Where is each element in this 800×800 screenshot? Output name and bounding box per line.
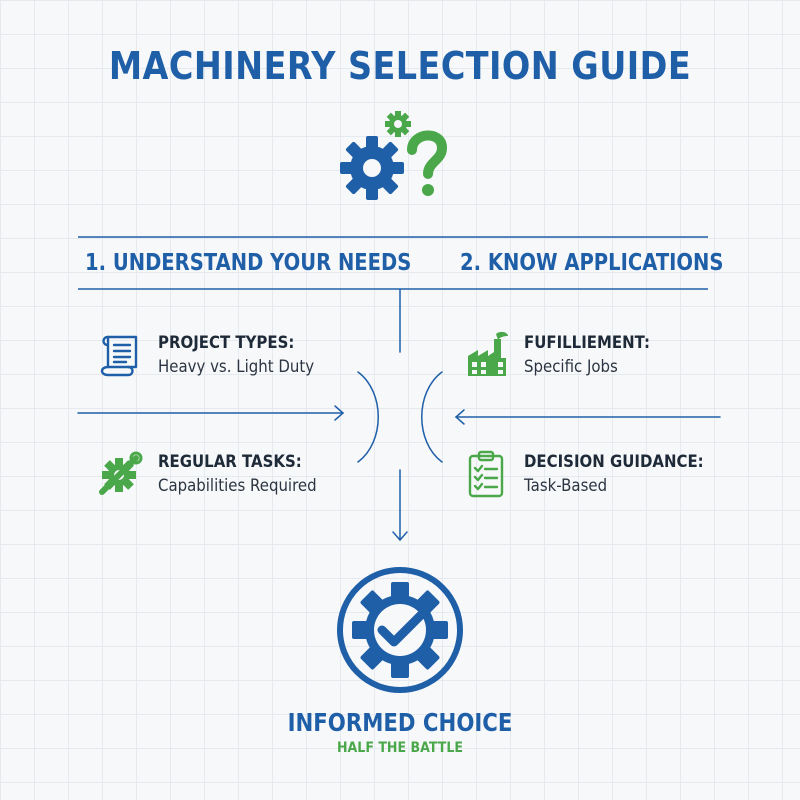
- item-decision-guidance: DECISION GUIDANCE: Task-Based: [524, 452, 728, 496]
- item-fulfillment-subtitle: Specific Jobs: [524, 357, 618, 377]
- item-fulfillment-title: FUFILLIEMENT:: [524, 333, 651, 353]
- gear-check-icon: [337, 567, 463, 693]
- item-fulfillment: FUFILLIEMENT: Specific Jobs: [524, 333, 667, 377]
- item-decision-guidance-subtitle: Task-Based: [524, 476, 608, 496]
- heading-know-applications: 2. KNOW APPLICATIONS: [460, 250, 724, 276]
- item-regular-tasks-title: REGULAR TASKS:: [158, 452, 302, 472]
- heading-understand-needs: 1. UNDERSTAND YOUR NEEDS: [85, 250, 412, 276]
- item-project-types: PROJECT TYPES: Heavy vs. Light Duty: [158, 333, 335, 377]
- checklist-clipboard-icon: [468, 450, 504, 498]
- gears-question-icon: [340, 111, 448, 200]
- result-subtitle: HALF THE BATTLE: [337, 740, 463, 756]
- item-decision-guidance-title: DECISION GUIDANCE:: [524, 452, 704, 472]
- page-title: MACHINERY SELECTION GUIDE: [108, 44, 692, 88]
- wrench-gear-icon: [99, 451, 143, 495]
- blueprint-scroll-icon: [100, 335, 138, 377]
- item-regular-tasks: REGULAR TASKS: Capabilities Required: [158, 452, 338, 496]
- result-title: INFORMED CHOICE: [287, 708, 513, 737]
- factory-icon: [468, 331, 508, 376]
- item-regular-tasks-subtitle: Capabilities Required: [158, 476, 317, 496]
- item-project-types-subtitle: Heavy vs. Light Duty: [158, 357, 315, 377]
- item-project-types-title: PROJECT TYPES:: [158, 333, 295, 353]
